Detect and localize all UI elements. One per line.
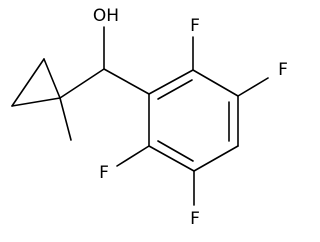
bond-cp-1 (11, 58, 45, 107)
bond-cp-ch (59, 68, 105, 99)
bond-ring-double-1 (157, 79, 193, 100)
bond-f-left (116, 145, 150, 167)
bond-f-right (237, 77, 269, 97)
bond-cp-3 (11, 97, 61, 107)
bond-ch-ring (103, 68, 150, 95)
bond-cp-2 (43, 58, 61, 99)
molecule-structure: OH F F F F (11, 6, 288, 229)
label-f-left: F (99, 163, 109, 183)
bond-ring-4 (193, 145, 239, 172)
bond-ring-1 (148, 69, 194, 95)
label-f-bottom: F (190, 209, 200, 229)
label-f-right: F (278, 60, 288, 80)
molecule-diagram: OH F F F F (11, 6, 288, 229)
label-oh: OH (93, 6, 119, 26)
label-f-top: F (190, 16, 200, 36)
bond-ring-5 (148, 145, 195, 172)
bond-ring-double-3 (157, 140, 194, 162)
bond-ring-2 (192, 69, 239, 97)
bond-methyl (59, 97, 72, 141)
